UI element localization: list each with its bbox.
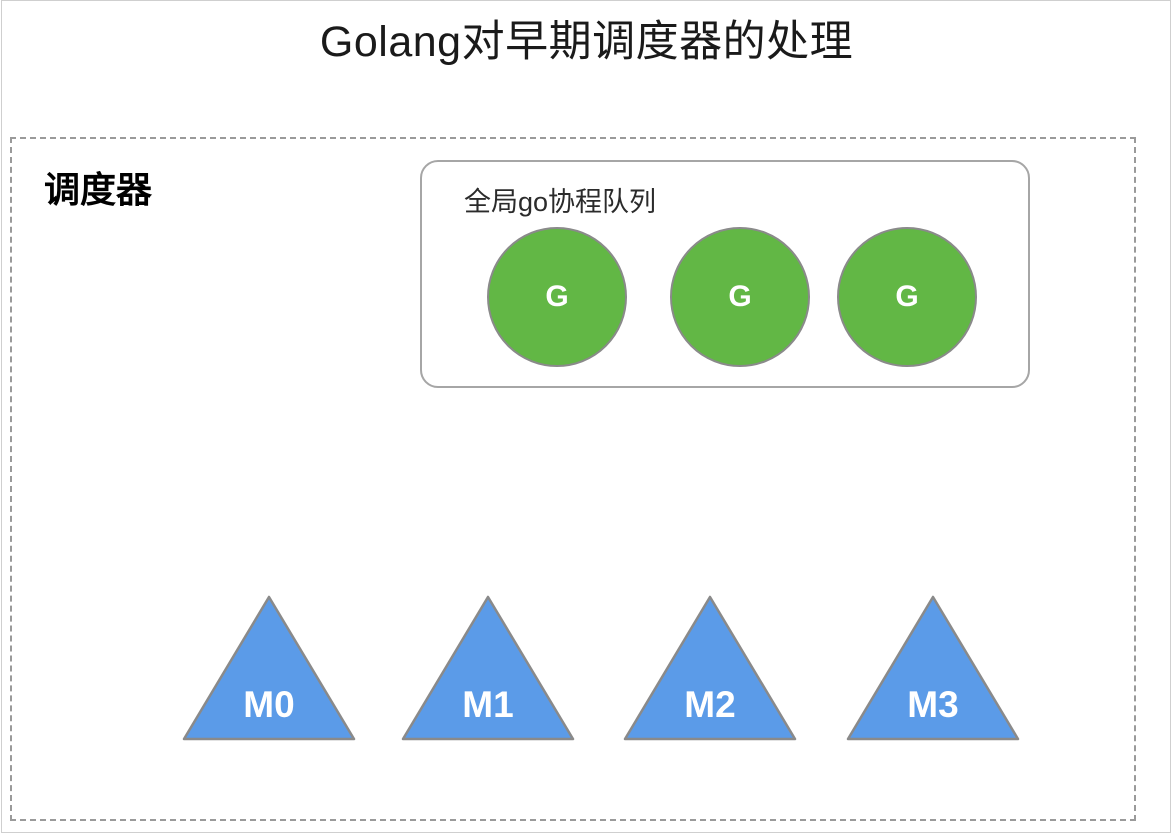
global-queue-label: 全局go协程队列 bbox=[464, 187, 657, 217]
triangle-icon bbox=[623, 595, 797, 741]
goroutine-node: G bbox=[670, 227, 810, 367]
goroutine-label: G bbox=[895, 280, 919, 313]
goroutine-node: G bbox=[837, 227, 977, 367]
machine-node: M3 bbox=[845, 594, 1021, 742]
scheduler-container bbox=[10, 137, 1136, 821]
machine-node: M1 bbox=[400, 594, 576, 742]
scheduler-label: 调度器 bbox=[44, 169, 153, 210]
goroutine-node: G bbox=[487, 227, 627, 367]
triangle-icon bbox=[182, 595, 356, 741]
machine-node: M0 bbox=[181, 594, 357, 742]
goroutine-label: G bbox=[545, 280, 569, 313]
page-title: Golang对早期调度器的处理 bbox=[319, 18, 854, 66]
triangle-icon bbox=[401, 595, 575, 741]
machine-node: M2 bbox=[622, 594, 798, 742]
triangle-icon bbox=[846, 595, 1020, 741]
goroutine-label: G bbox=[728, 280, 752, 313]
